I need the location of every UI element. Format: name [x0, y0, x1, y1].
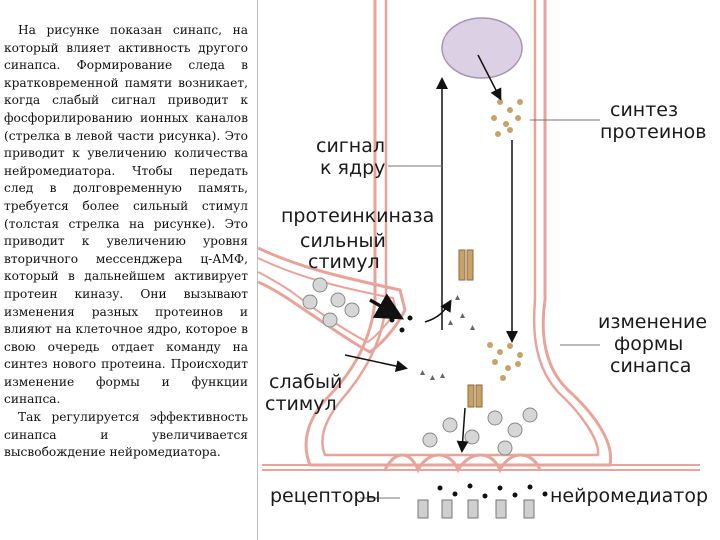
label-weak-stimulus-1: слабый: [269, 371, 342, 393]
label-shape-change-2: формы: [614, 333, 683, 355]
cell-nucleus: [441, 17, 523, 79]
protein-kinase-complex: [458, 249, 483, 408]
label-neurotransmitter: нейромедиатор: [550, 485, 708, 507]
receptors-row: [417, 499, 535, 519]
label-strong-stimulus-2: стимул: [308, 251, 380, 273]
synthesis-down-arrow: [477, 54, 502, 101]
bottom-vesicles: [422, 407, 538, 456]
migrating-proteins: [487, 342, 523, 381]
label-strong-stimulus-1: сильный: [300, 230, 386, 252]
label-shape-change-3: синапса: [610, 355, 691, 377]
neurotransmitter-particles: [420, 295, 475, 380]
presynaptic-membrane-inner: [258, 257, 398, 344]
description-paragraph: На рисунке показан синапс, на который вл…: [4, 23, 248, 407]
presynaptic-vesicles: [302, 277, 360, 328]
label-signal-to-nucleus-1: сигнал: [316, 135, 385, 157]
synapse-diagram: синтез протеинов сигнал к ядру протеинки…: [258, 0, 708, 519]
description-paragraph: Так регулируется эффективность синапса и…: [4, 410, 248, 460]
postsynaptic-membrane-inner: [321, 0, 600, 457]
leader-lines: [360, 119, 600, 499]
synaptic-cleft-membrane: [262, 464, 700, 471]
label-shape-change-1: изменение: [598, 311, 707, 333]
label-signal-to-nucleus-2: к ядру: [320, 157, 385, 179]
strong-stimulus-arrow: [369, 293, 405, 320]
label-protein-synthesis-2: протеинов: [600, 121, 706, 143]
cleft-arrow: [456, 407, 469, 453]
synthesized-proteins: [491, 99, 523, 137]
description-text: На рисунке показан синапс, на который вл…: [4, 22, 248, 462]
label-receptors: рецепторы: [270, 485, 381, 507]
kinase-activation-arrow: [424, 299, 452, 323]
label-weak-stimulus-2: стимул: [265, 393, 337, 415]
panel-divider: [257, 0, 258, 540]
weak-stimulus-arrow: [344, 354, 408, 372]
signal-arrows: [344, 54, 518, 453]
cleft-transmitter-dots: [389, 315, 548, 499]
presynaptic-membrane: [258, 246, 407, 354]
label-protein-synthesis-1: синтез: [610, 99, 678, 121]
postsynaptic-density: [383, 453, 542, 474]
label-protein-kinase: протеинкиназа: [281, 205, 434, 227]
